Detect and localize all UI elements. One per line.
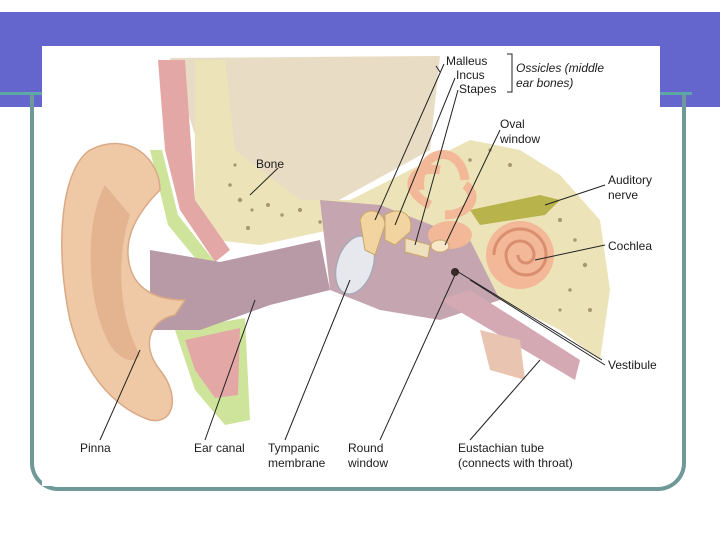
cochlea-shape: [486, 221, 554, 289]
pinna-inner-fold: [90, 185, 140, 361]
diagram-labels: Malleus Incus Stapes Ossicles (middle ea…: [80, 54, 657, 470]
pointer-lines: [99, 53, 606, 441]
label-vestibule: Vestibule: [608, 358, 657, 372]
bone-texture: [228, 148, 592, 312]
ear-canal-tube: [150, 240, 330, 330]
content-frame: [30, 95, 686, 491]
label-auditory-nerve-1: Auditory: [608, 173, 652, 187]
round-window-shape: [451, 268, 459, 276]
semicircular-canals: [407, 150, 477, 220]
label-eustachian-tube-2: (connects with throat): [458, 456, 573, 470]
label-oval-window-1: Oval: [500, 117, 525, 131]
auditory-nerve-shape: [470, 195, 560, 225]
accent-line-right: [660, 92, 692, 95]
label-eustachian-tube-1: Eustachian tube: [458, 441, 544, 455]
tissue-green-upper: [150, 150, 215, 270]
label-bone: Bone: [256, 157, 284, 171]
label-auditory-nerve-2: nerve: [608, 188, 638, 202]
label-ossicles-2: ear bones): [516, 76, 573, 90]
cartilage-strip: [158, 60, 230, 262]
stapes-shape: [404, 237, 431, 259]
label-cochlea: Cochlea: [608, 239, 652, 253]
label-stapes: Stapes: [459, 82, 496, 96]
oval-window-shape: [430, 239, 450, 253]
label-round-window-2: window: [347, 456, 388, 470]
label-malleus: Malleus: [446, 54, 487, 68]
label-round-window-1: Round: [348, 441, 383, 455]
eustachian-tube-shape: [440, 290, 580, 380]
label-tympanic-membrane-2: membrane: [268, 456, 326, 470]
label-incus: Incus: [456, 68, 485, 82]
pinna-shape: [61, 142, 187, 422]
label-ear-canal: Ear canal: [194, 441, 245, 455]
label-ossicles-1: Ossicles (middle: [516, 61, 604, 75]
label-pinna: Pinna: [80, 441, 111, 455]
incus-shape: [384, 210, 412, 246]
accent-line-left: [0, 92, 44, 95]
label-oval-window-2: window: [499, 132, 540, 146]
label-tympanic-membrane-1: Tympanic: [268, 441, 319, 455]
malleus-shape: [359, 210, 386, 256]
eustachian-tube-muscle: [480, 330, 525, 380]
